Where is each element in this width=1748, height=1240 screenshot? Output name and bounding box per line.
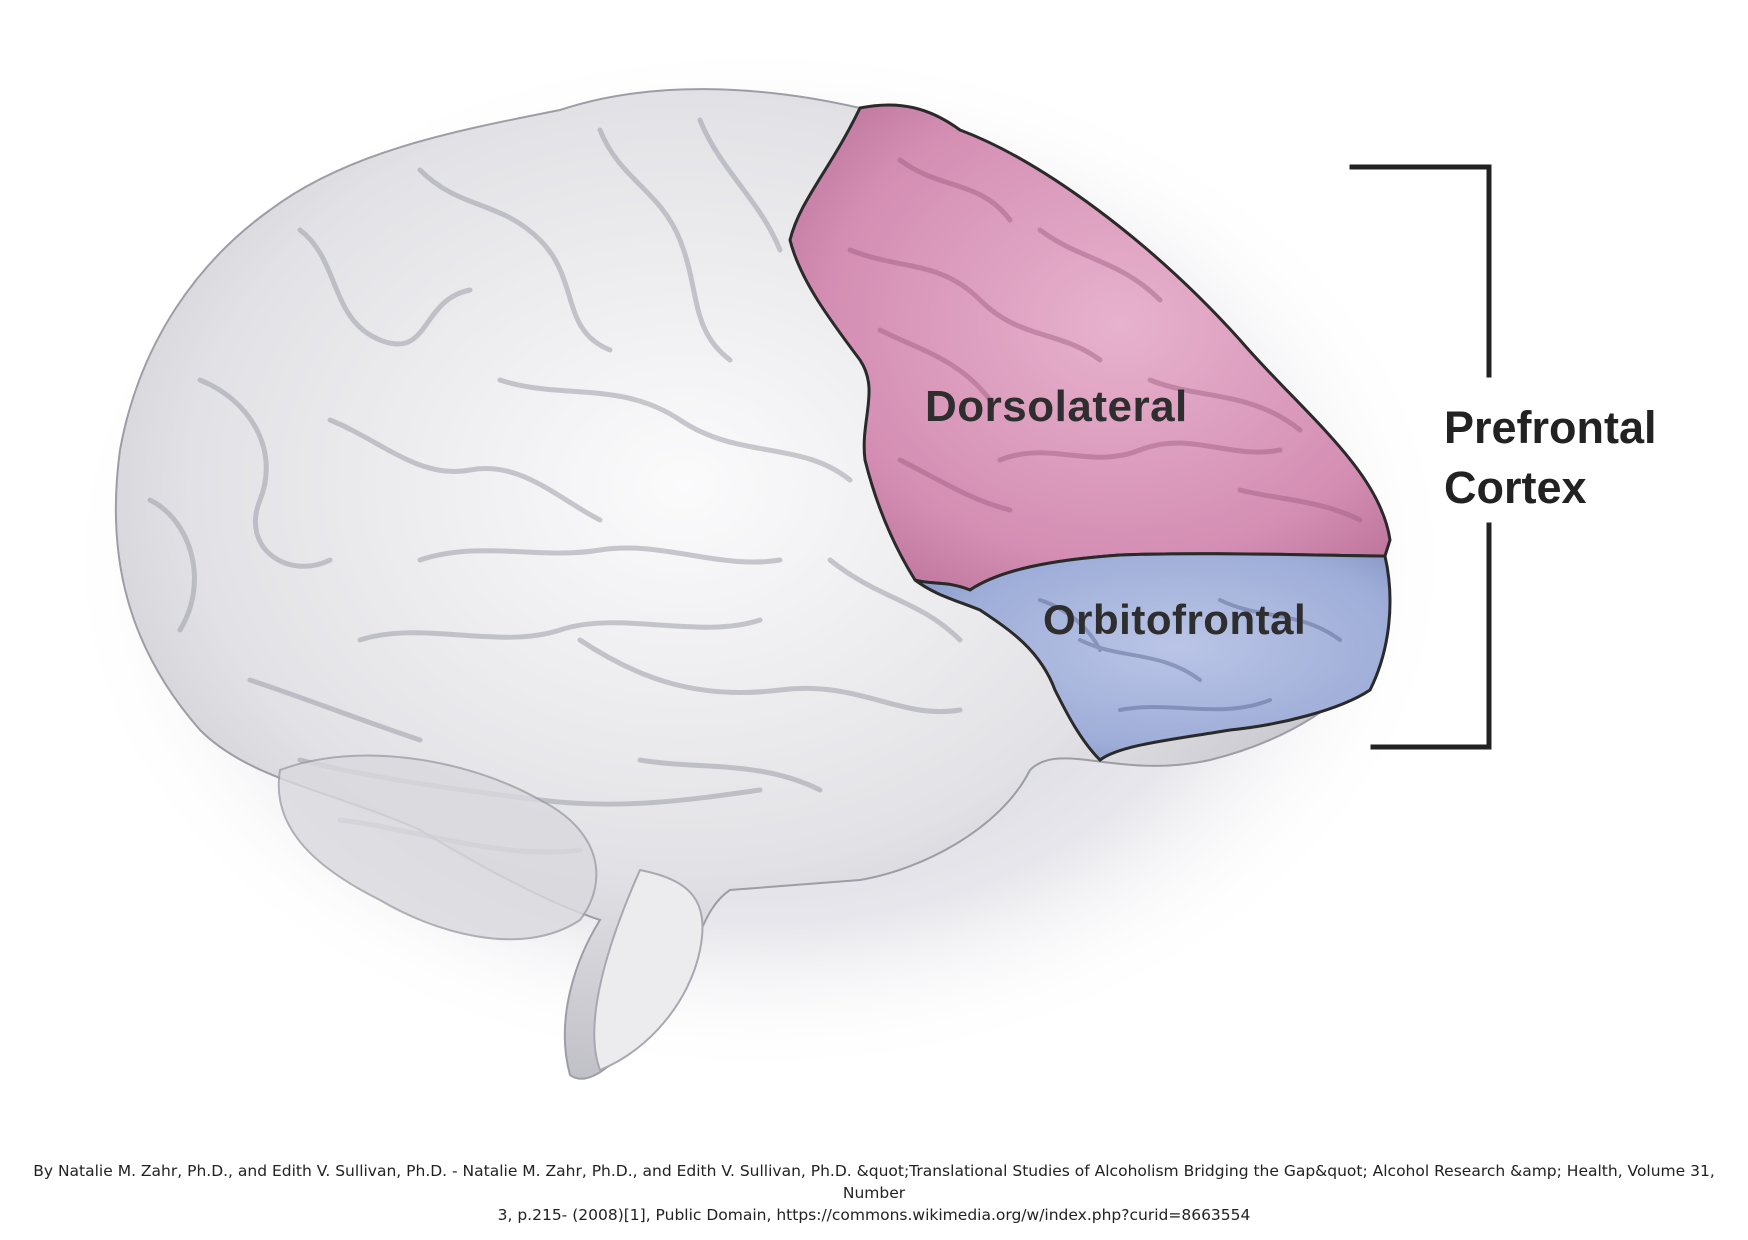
caption-line2: 3, p.215- (2008)[1], Public Domain, http… — [497, 1206, 1251, 1224]
dorsolateral-label: Dorsolateral — [925, 382, 1188, 431]
orbitofrontal-texture — [1038, 598, 1342, 712]
prefrontal-cortex-label-line1: Prefrontal — [1444, 402, 1657, 453]
brainstem — [593, 868, 704, 1072]
attribution-caption: By Natalie M. Zahr, Ph.D., and Edith V. … — [0, 1160, 1748, 1226]
prefrontal-cortex-label: Prefrontal Cortex — [1444, 398, 1657, 518]
prefrontal-bracket — [1349, 164, 1492, 750]
caption-line1: By Natalie M. Zahr, Ph.D., and Edith V. … — [33, 1162, 1715, 1202]
prefrontal-cortex-label-line2: Cortex — [1444, 462, 1587, 513]
temporal-lobe — [277, 754, 598, 941]
orbitofrontal-label: Orbitofrontal — [1043, 596, 1307, 643]
dorsolateral-texture — [847, 157, 1363, 523]
orbitofrontal-region — [914, 552, 1392, 762]
